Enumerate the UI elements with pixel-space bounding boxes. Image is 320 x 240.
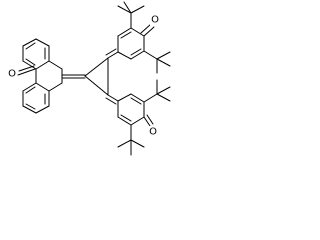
cyclopropane-to-top-ring-double-bond — [105, 48, 119, 59]
anthrone-upper-benzene-ring — [22, 38, 50, 70]
cyclopropane-core — [84, 57, 109, 96]
anthrone-fragment — [17, 38, 63, 114]
atom-label-bottom-quinone-oxygen: O — [148, 126, 158, 138]
anthrone-lower-benzene-ring — [22, 82, 50, 114]
bottom-right-tert-butyl — [156, 79, 171, 102]
atom-label-top-quinone-oxygen: O — [150, 14, 160, 26]
anthrone-central-ring — [35, 60, 63, 92]
bottom-left-tert-butyl — [117, 139, 145, 156]
anthrone-carbonyl-bond — [17, 65, 36, 76]
top-right-tert-butyl — [156, 51, 171, 74]
chemical-structure-diagram: O O O — [0, 0, 181, 191]
svg-text:O: O — [149, 127, 157, 138]
cyclopropane-to-bottom-ring-double-bond — [105, 94, 119, 105]
atom-label-anthrone-oxygen: O — [7, 68, 17, 80]
svg-text:O: O — [151, 15, 159, 26]
bottom-quinone-methide-ring — [117, 93, 158, 141]
top-quinone-methide-ring — [117, 12, 158, 60]
anthrone-to-cyclopropane-double-bond — [61, 74, 86, 79]
svg-text:O: O — [8, 69, 16, 80]
top-left-tert-butyl — [117, 1, 145, 14]
